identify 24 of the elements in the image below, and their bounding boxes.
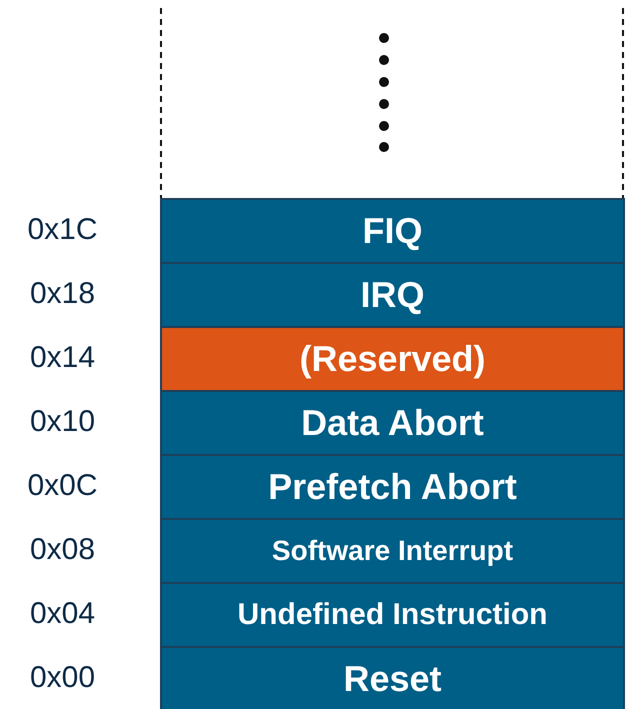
slot-label: Data Abort xyxy=(301,402,484,444)
slot-label: IRQ xyxy=(360,274,424,316)
slot-label: Undefined Instruction xyxy=(238,598,548,632)
address-label: 0x00 xyxy=(28,661,96,695)
slot-label: FIQ xyxy=(362,210,422,252)
memory-slot xyxy=(160,582,625,648)
memory-slot xyxy=(160,390,625,456)
address-label: 0x08 xyxy=(28,533,96,567)
memory-slot xyxy=(160,262,625,328)
address-label: 0x1C xyxy=(26,213,99,247)
memory-slot xyxy=(160,198,625,264)
memory-slot xyxy=(160,454,625,520)
address-label: 0x04 xyxy=(28,597,96,631)
slot-label: Prefetch Abort xyxy=(268,466,517,508)
memory-slot xyxy=(160,518,625,584)
address-label: 0x0C xyxy=(26,469,99,503)
slot-label: (Reserved) xyxy=(299,338,486,380)
memory-slot xyxy=(160,326,625,392)
memory-slot xyxy=(160,646,625,709)
address-label: 0x18 xyxy=(28,277,96,311)
address-label: 0x10 xyxy=(28,405,96,439)
slot-label: Software Interrupt xyxy=(272,535,514,567)
address-label: 0x14 xyxy=(28,341,96,375)
slot-label: Reset xyxy=(343,658,442,700)
